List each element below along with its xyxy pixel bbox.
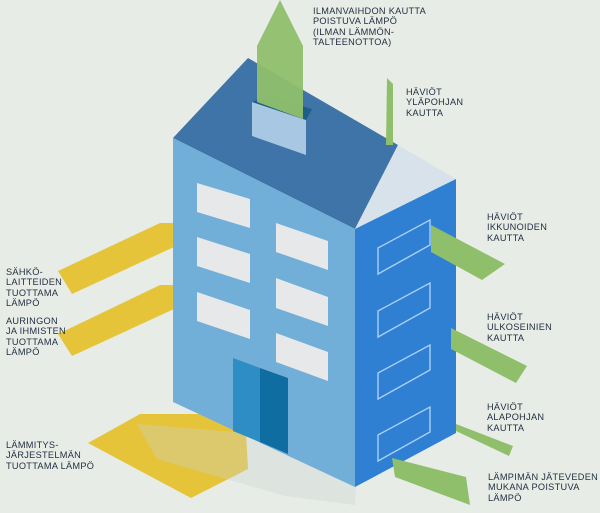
heating-gain-label-line: JÄRJESTELMÄN	[6, 450, 82, 461]
window-loss-arrow	[431, 225, 505, 280]
wall-loss-label: HÄVIÖT ULKOSEINIEN KAUTTA	[487, 312, 552, 343]
front-wall	[173, 138, 355, 487]
wall-loss-label-line: KAUTTA	[487, 332, 525, 343]
appliance-gain-label-line: LAITTEIDEN	[6, 277, 63, 288]
floor-loss-label-line: HÄVIÖT	[487, 402, 524, 412]
wastewater-loss-label: LÄMPIMÄN JÄTEVEDEN MUKANA POISTUVA LÄMPÖ	[488, 472, 598, 503]
front-window	[276, 278, 328, 326]
side-window	[377, 343, 431, 401]
wastewater-loss-label-line: MUKANA POISTUVA	[488, 482, 580, 493]
ventilation-label-line: TALTEENOTTOA)	[313, 37, 392, 48]
wall-loss-label-line: ULKOSEINIEN	[487, 322, 553, 333]
heating-gain-label-line: TUOTTAMA LÄMPÖ	[6, 460, 95, 471]
appliance-gain-arrow	[58, 223, 184, 294]
side-wall	[355, 179, 456, 487]
side-window	[377, 218, 431, 276]
window-loss-label: HÄVIÖT IKKUNOIDEN KAUTTA	[487, 212, 547, 243]
roof-loss-arrow	[386, 78, 393, 145]
people-sun-gain-label-line: LÄMPÖ	[6, 347, 40, 358]
ventilation-loss-arrow	[257, 0, 303, 119]
wall-loss-arrow	[451, 328, 527, 383]
wastewater-loss-arrow	[392, 458, 470, 505]
roof-loss-label-line: HÄVIÖT	[406, 87, 443, 97]
roof-loss-label-line: KAUTTA	[406, 107, 444, 118]
front-window	[197, 183, 250, 228]
people-sun-gain-label-line: AURINGON	[6, 316, 58, 326]
vent-box	[252, 102, 306, 155]
ventilation-label: ILMANVAIHDON KAUTTA POISTUVA LÄMPÖ (ILMA…	[313, 6, 426, 48]
heating-gain-arrow	[88, 414, 248, 498]
wastewater-loss-label-line: LÄMPÖ	[488, 492, 522, 503]
wastewater-loss-label-line: LÄMPIMÄN JÄTEVEDEN	[488, 472, 599, 482]
door-dark-half	[260, 368, 288, 454]
people-sun-gain-arrow	[58, 285, 184, 356]
window-loss-label-line: IKKUNOIDEN	[487, 222, 548, 233]
front-window	[197, 237, 250, 283]
wall-loss-label-line: HÄVIÖT	[487, 312, 524, 322]
appliance-gain-label-line: LÄMPÖ	[6, 298, 40, 309]
door-light-half	[233, 358, 260, 442]
side-window	[377, 281, 431, 339]
floor-loss-label: HÄVIÖT ALAPOHJAN KAUTTA	[487, 402, 544, 433]
ventilation-label-line: (ILMAN LÄMMÖN-	[313, 26, 395, 37]
front-window	[276, 333, 328, 381]
floor-loss-label-line: KAUTTA	[487, 422, 525, 433]
roof-loss-label: HÄVIÖT YLÄPOHJAN KAUTTA	[406, 87, 463, 118]
people-sun-gain-label-line: TUOTTAMA	[6, 336, 59, 347]
people-sun-gain-label-line: JA IHMISTEN	[6, 326, 66, 337]
appliance-gain-label-line: SÄHKÖ-	[6, 267, 44, 277]
appliance-gain-label-line: TUOTTAMA	[6, 287, 59, 298]
floor-loss-label-line: ALAPOHJAN	[487, 412, 545, 423]
roof-loss-label-line: YLÄPOHJAN	[406, 97, 464, 108]
ventilation-label-line: ILMANVAIHDON KAUTTA	[313, 6, 427, 16]
window-loss-label-line: KAUTTA	[487, 232, 525, 243]
ventilation-label-line: POISTUVA LÄMPÖ	[313, 16, 398, 27]
appliance-gain-label: SÄHKÖ- LAITTEIDEN TUOTTAMA LÄMPÖ	[6, 267, 62, 309]
front-window	[197, 292, 250, 339]
people-sun-gain-label: AURINGON JA IHMISTEN TUOTTAMA LÄMPÖ	[6, 316, 66, 358]
building-shadow	[137, 424, 356, 505]
heating-gain-label: LÄMMITYS- JÄRJESTELMÄN TUOTTAMA LÄMPÖ	[6, 440, 94, 471]
side-window	[377, 405, 431, 463]
heating-gain-label-line: LÄMMITYS-	[6, 440, 59, 450]
window-loss-label-line: HÄVIÖT	[487, 212, 524, 222]
front-window	[276, 223, 328, 270]
floor-loss-arrow	[456, 424, 513, 456]
